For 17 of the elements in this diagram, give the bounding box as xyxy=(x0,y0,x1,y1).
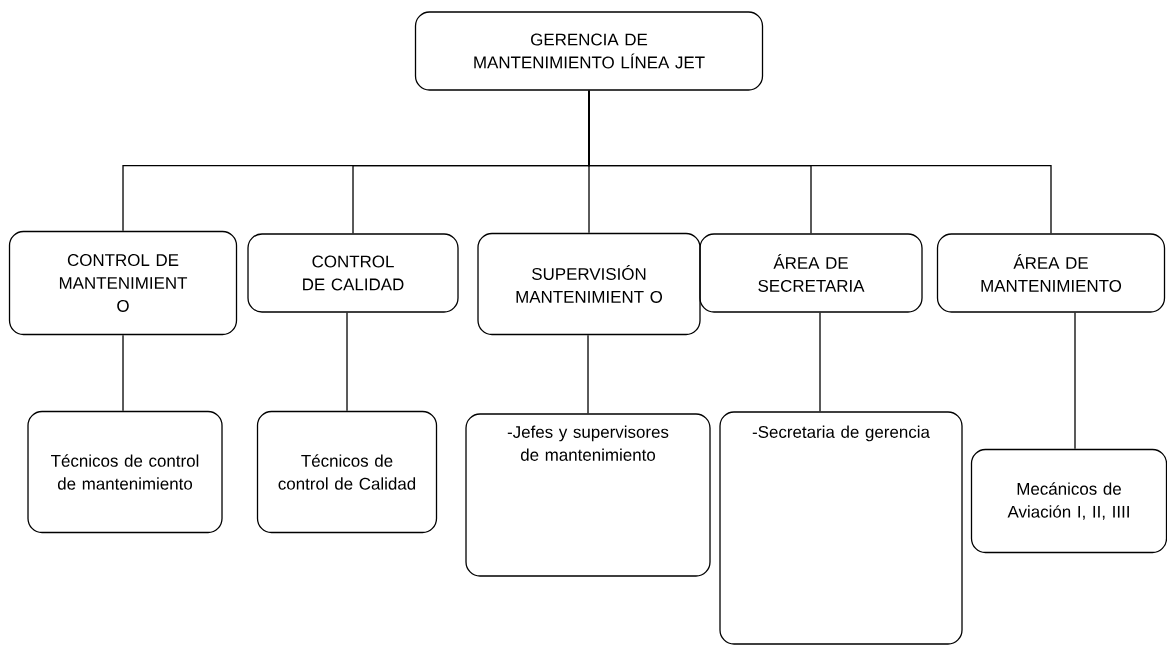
org-box: -Jefes y supervisores de mantenimiento xyxy=(465,413,711,577)
connector-line xyxy=(587,334,589,414)
connector-line xyxy=(588,90,1052,234)
org-box: ÁREA DE SECRETARIA xyxy=(699,233,923,313)
connector-line xyxy=(346,312,348,412)
org-box: ÁREA DE MANTENIMIENTO xyxy=(936,233,1166,313)
org-box: CONTROL DE CALIDAD xyxy=(247,233,459,313)
connector-line xyxy=(1074,312,1076,450)
org-box: GERENCIA DE MANTENIMIENTO LÍNEA JET xyxy=(414,11,764,91)
connector-line xyxy=(122,334,124,412)
org-box: CONTROL DE MANTENIMIENT O xyxy=(8,230,238,336)
org-box: SUPERVISIÓN MANTENIMIENT O xyxy=(477,232,701,336)
org-box: Técnicos de control de Calidad xyxy=(256,410,438,534)
connector-line xyxy=(819,312,821,412)
org-box: -Secretaria de gerencia xyxy=(719,411,963,645)
org-box: Técnicos de control de mantenimiento xyxy=(27,410,223,534)
org-box: Mecánicos de Aviación I, II, IIII xyxy=(970,448,1167,554)
